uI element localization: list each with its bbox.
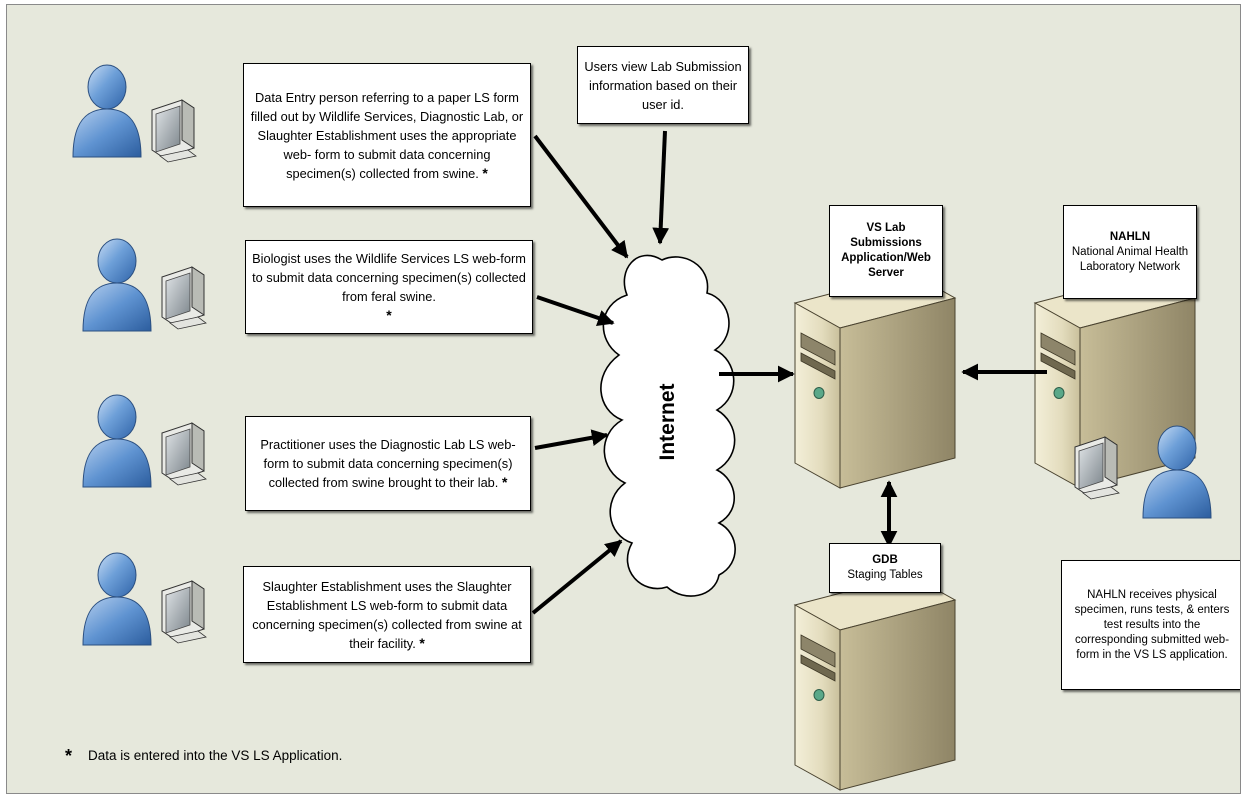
vs-lab-server-label: VS Lab Submissions Application/Web Serve… <box>829 205 943 297</box>
gdb-server-icon <box>794 574 956 791</box>
gdb-title: GDB <box>872 554 898 566</box>
slaughter-text: Slaughter Establishment uses the Slaught… <box>252 578 522 651</box>
data-entry-text: Data Entry person referring to a paper L… <box>250 89 524 181</box>
footnote-asterisk: * <box>65 746 73 766</box>
nahln-subtitle: National Animal Health Laboratory Networ… <box>1071 245 1189 273</box>
diagram-graphics <box>72 64 1212 791</box>
nahln-title: NAHLN <box>1109 230 1151 243</box>
users-view-box: Users view Lab Submission information ba… <box>577 46 749 124</box>
footnote-text: Data is entered into the VS LS Applicati… <box>88 748 343 763</box>
person-icon <box>82 552 207 646</box>
biologist-box: Biologist uses the Wildlife Services LS … <box>245 240 533 334</box>
diagram-canvas: Internet Data Entry person referring to … <box>6 4 1241 794</box>
vs-lab-server-title: VS Lab Submissions Application/Web Serve… <box>841 222 931 279</box>
person-icon <box>82 238 207 332</box>
practitioner-box: Practitioner uses the Diagnostic Lab LS … <box>245 416 531 511</box>
vs-lab-server-icon <box>794 272 956 489</box>
biologist-text: Biologist uses the Wildlife Services LS … <box>252 251 526 304</box>
asterisk-marker: * <box>501 474 508 490</box>
footnote: * Data is entered into the VS LS Applicat… <box>65 746 342 767</box>
nahln-receives-text: NAHLN receives physical specimen, runs t… <box>1074 588 1230 661</box>
slaughter-box: Slaughter Establishment uses the Slaught… <box>243 566 531 663</box>
internet-cloud-icon <box>600 254 736 597</box>
data-entry-box: Data Entry person referring to a paper L… <box>243 63 531 207</box>
nahln-receives-box: NAHLN receives physical specimen, runs t… <box>1061 560 1240 690</box>
gdb-server-label: GDB Staging Tables <box>829 543 941 593</box>
asterisk-marker: * <box>386 307 392 323</box>
asterisk-marker: * <box>419 634 425 651</box>
users-view-text: Users view Lab Submission information ba… <box>584 58 742 112</box>
asterisk-marker: * <box>482 164 488 181</box>
connector-arrows <box>531 130 1047 615</box>
person-icon <box>72 64 197 163</box>
gdb-subtitle: Staging Tables <box>847 569 923 581</box>
practitioner-text: Practitioner uses the Diagnostic Lab LS … <box>260 437 516 490</box>
internet-label: Internet <box>656 383 679 461</box>
person-icon <box>82 394 207 488</box>
nahln-server-label: NAHLN National Animal Health Laboratory … <box>1063 205 1197 299</box>
